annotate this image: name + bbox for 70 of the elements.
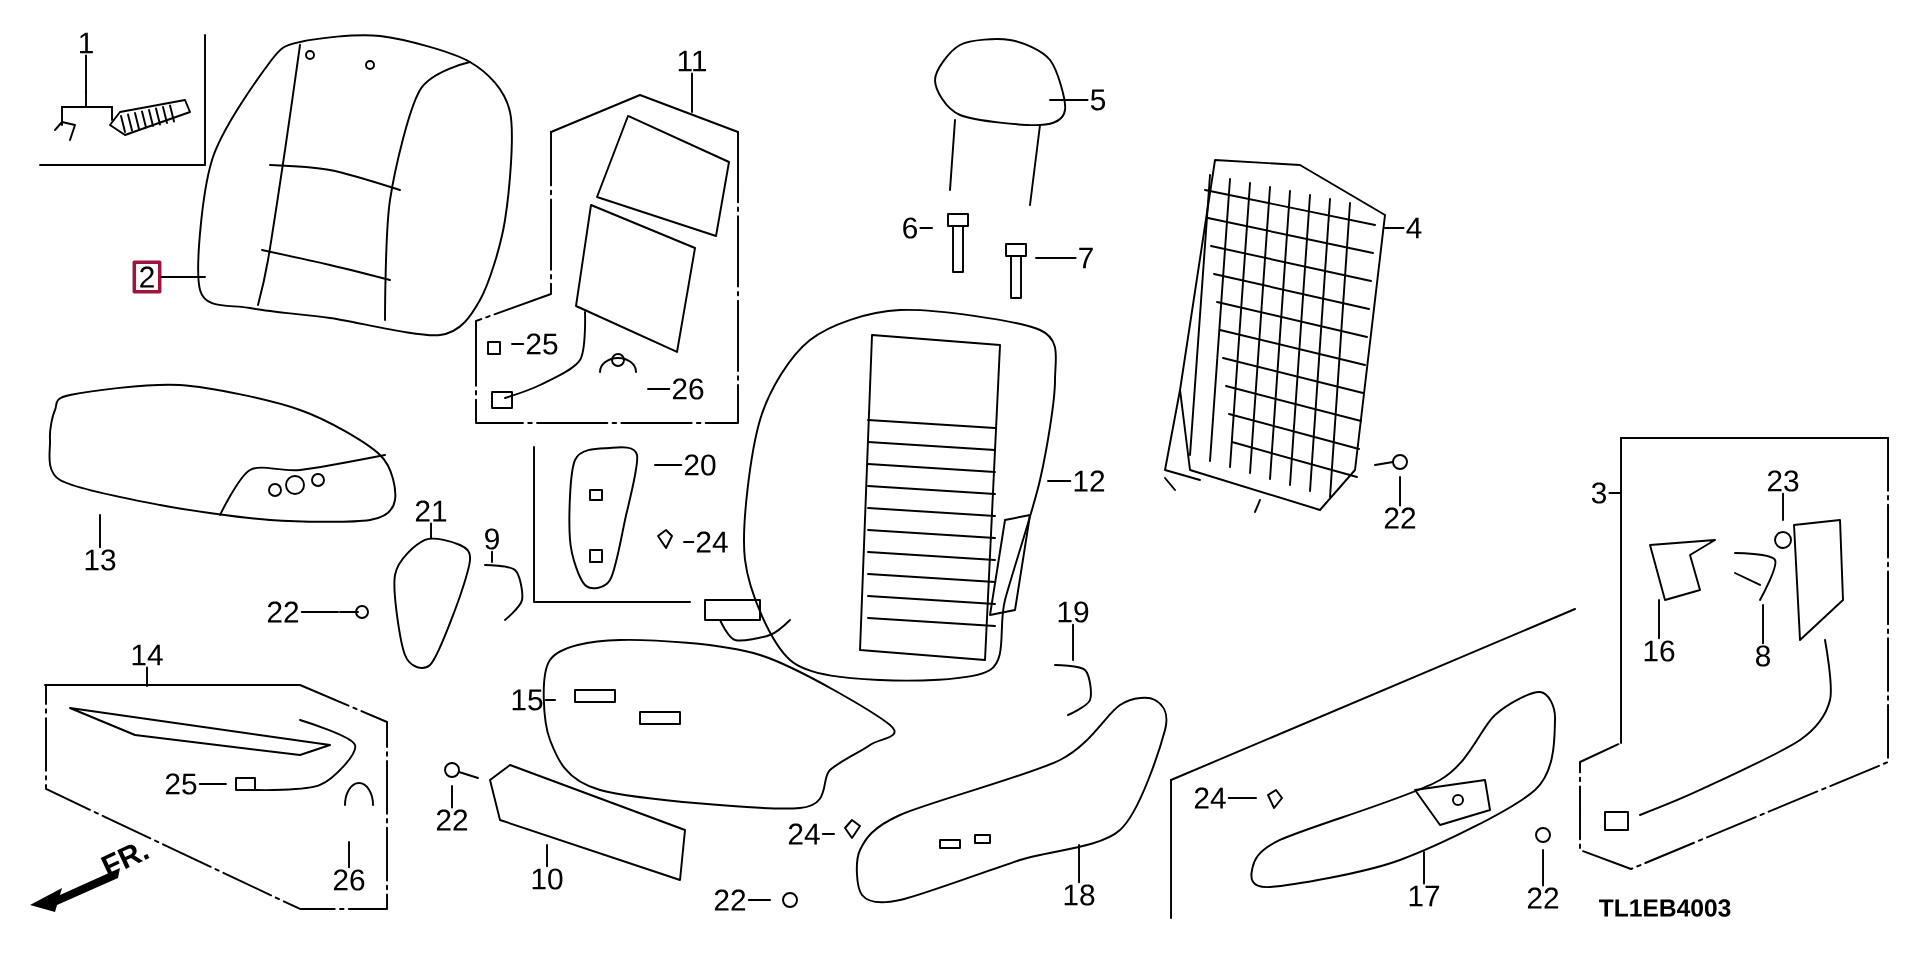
- callout-number: 17: [1409, 885, 1440, 907]
- callout-number: 4: [1406, 217, 1422, 239]
- callout-number: 6: [903, 217, 917, 239]
- callout-number: 15: [512, 689, 543, 711]
- leader-line: [1227, 797, 1257, 799]
- callout-number: 11: [678, 50, 707, 72]
- callout-number: 22: [714, 889, 746, 911]
- leader-line: [919, 227, 933, 229]
- callout-number: 10: [532, 868, 563, 890]
- callout-number: 22: [436, 809, 468, 831]
- callout-number: 25: [165, 773, 197, 795]
- leader-line: [1762, 604, 1764, 645]
- leader-line: [1423, 851, 1425, 885]
- callout-number: 24: [788, 823, 820, 845]
- leader-line: [647, 388, 671, 390]
- callout-number: 18: [1064, 884, 1095, 906]
- callout-number: 26: [672, 378, 704, 400]
- leader-line: [160, 276, 206, 278]
- leader-line: [511, 343, 525, 345]
- leader-line: [1542, 849, 1544, 887]
- diagram-code: TL1EB4003: [1599, 899, 1731, 917]
- callout-number: 24: [696, 531, 728, 553]
- leader-line: [654, 464, 683, 466]
- leader-line: [491, 550, 493, 563]
- leader-line: [430, 522, 432, 539]
- callout-number: 2: [132, 260, 162, 294]
- callout-number: 5: [1090, 89, 1106, 111]
- leader-line: [546, 844, 548, 868]
- leader-line: [1384, 227, 1405, 229]
- leader-line: [1782, 492, 1784, 521]
- leader-line: [1399, 476, 1401, 507]
- leader-line: [99, 514, 101, 549]
- leader-line: [1072, 623, 1074, 661]
- leader-line: [146, 666, 148, 687]
- direction-label: FR.: [100, 844, 150, 877]
- callout-number: 19: [1058, 601, 1089, 623]
- callout-number: 23: [1767, 470, 1799, 492]
- leader-line: [821, 833, 835, 835]
- leader-line: [691, 72, 693, 113]
- callout-number: 12: [1074, 470, 1105, 492]
- callout-number: 21: [415, 500, 447, 522]
- leader-line: [1658, 599, 1660, 640]
- callout-number: 20: [684, 454, 716, 476]
- leader-line: [544, 699, 556, 701]
- leader-line: [1078, 844, 1080, 884]
- leader-line: [1049, 99, 1089, 101]
- callout-number: 16: [1644, 640, 1675, 662]
- callout-number: 9: [485, 528, 499, 550]
- leader-line: [1608, 492, 1622, 494]
- leader-line: [198, 783, 227, 785]
- leader-line: [1035, 257, 1077, 259]
- callout-number: 22: [1527, 887, 1559, 909]
- leader-line: [747, 899, 771, 901]
- leader-line: [300, 611, 339, 613]
- leader-line: [683, 541, 695, 543]
- callout-number: 22: [1384, 507, 1416, 529]
- callout-number: 24: [1194, 787, 1226, 809]
- leader-line: [451, 785, 453, 809]
- callout-number: 25: [526, 333, 558, 355]
- callout-number: 22: [267, 601, 299, 623]
- callout-number: 8: [1756, 645, 1771, 667]
- leader-line: [348, 841, 350, 869]
- callout-number: 14: [132, 644, 163, 666]
- callout-number: 1: [80, 32, 93, 54]
- callout-number: 3: [1591, 482, 1606, 504]
- callout-number: 13: [85, 549, 116, 571]
- callout-number: 26: [333, 869, 365, 891]
- leader-line: [85, 54, 87, 93]
- leader-line: [1047, 480, 1072, 482]
- callout-number: 7: [1079, 247, 1093, 269]
